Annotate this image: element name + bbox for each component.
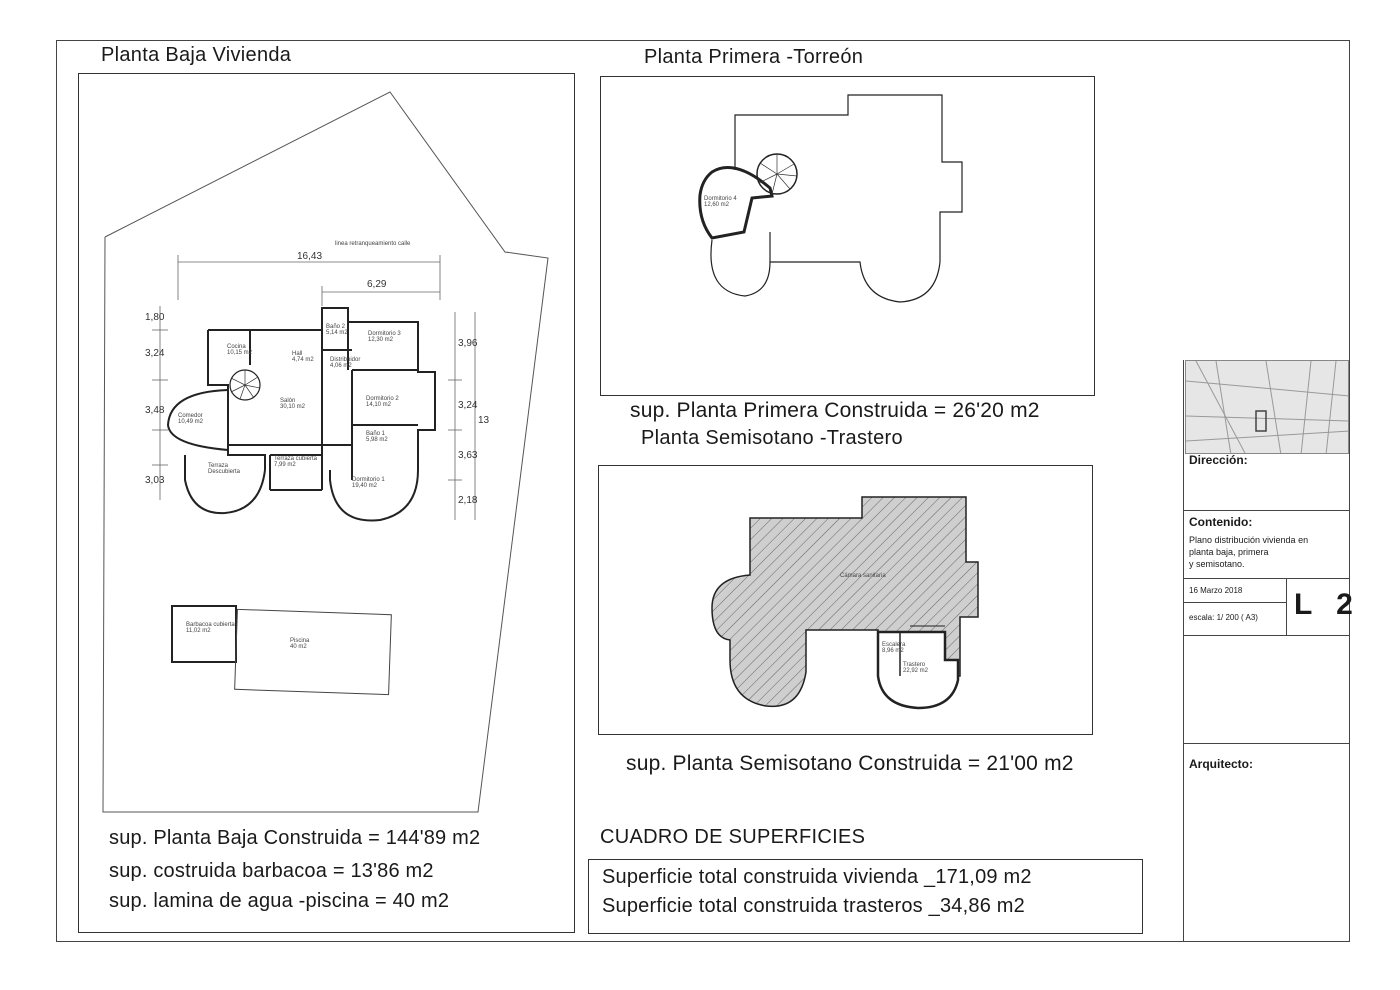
direccion-label: Dirección: [1189,453,1248,467]
contenido-label: Contenido: [1189,515,1253,529]
contenido-line-2: planta baja, primera [1189,547,1269,557]
dim-3-96: 3,96 [458,338,478,349]
contenido-line-1: Plano distribución vivienda en [1189,535,1309,545]
plot-boundary [102,91,549,813]
first-floor-panel [600,76,1095,396]
summary-total-house: Superficie total construida vivienda _17… [602,866,1032,888]
summary-box [588,859,1143,934]
dim-3-03: 3,03 [145,475,165,486]
pool-outline [234,608,392,696]
setback-note: linea retranqueamiento calle [335,241,411,247]
dim-3-48: 3,48 [145,405,165,416]
summary-title: CUADRO DE SUPERFICIES [600,826,866,848]
barbecue-area: sup. costruida barbacoa = 13'86 m2 [109,860,434,882]
house-walls [166,307,436,522]
dim-3-24: 3,24 [145,348,165,359]
torreon-room [698,166,774,240]
basement-title: Planta Semisotano -Trastero [641,427,903,449]
ground-floor-panel [78,73,575,933]
dim-3-24-right: 3,24 [458,400,478,411]
dim-13: 13 [478,415,490,426]
torreon-stair-steps [758,154,798,195]
ground-floor-title: Planta Baja Vivienda [101,44,292,66]
ground-floor-area: sup. Planta Baja Construida = 144'89 m2 [109,827,481,849]
spiral-stair-steps [230,370,261,400]
title-block-divider-5 [1183,635,1350,636]
barbecue-outline [171,605,237,663]
basement-area: sup. Planta Semisotano Construida = 21'0… [626,752,1074,775]
arquitecto-label: Arquitecto: [1189,757,1253,771]
pool-area: sup. lamina de agua -piscina = 40 m2 [109,890,450,912]
trastero-room [876,630,960,710]
location-map-streets [1186,361,1348,453]
dimension-lines [152,255,476,520]
title-block-divider-3 [1183,602,1286,603]
first-floor-area: sup. Planta Primera Construida = 26'20 m… [630,399,1040,422]
drawing-scale: escala: 1/ 200 ( A3) [1189,613,1258,622]
drawing-date: 16 Marzo 2018 [1189,586,1243,595]
dim-overall: 16,43 [297,251,323,262]
dim-2-18: 2,18 [458,495,478,506]
basement-panel [598,465,1093,735]
title-block [1183,360,1350,942]
room-camara-sanitaria: Cámara sanitaria [840,573,886,579]
location-map [1185,360,1349,454]
first-floor-outline [710,94,963,303]
summary-total-storage: Superficie total construida trasteros _3… [602,895,1025,917]
dim-3-63: 3,63 [458,450,478,461]
title-block-divider-2 [1183,578,1350,579]
title-block-divider-4 [1286,578,1287,635]
sheet-number: L 2 [1294,588,1361,621]
title-block-divider-6 [1183,743,1350,744]
first-floor-title: Planta Primera -Torreón [644,46,864,68]
dim-6-29: 6,29 [367,279,387,290]
drawing-sheet-frame [56,40,1350,942]
dim-1-80: 1,80 [145,312,165,323]
contenido-line-3: y semisotano. [1189,559,1245,569]
title-block-divider-1 [1183,510,1350,511]
